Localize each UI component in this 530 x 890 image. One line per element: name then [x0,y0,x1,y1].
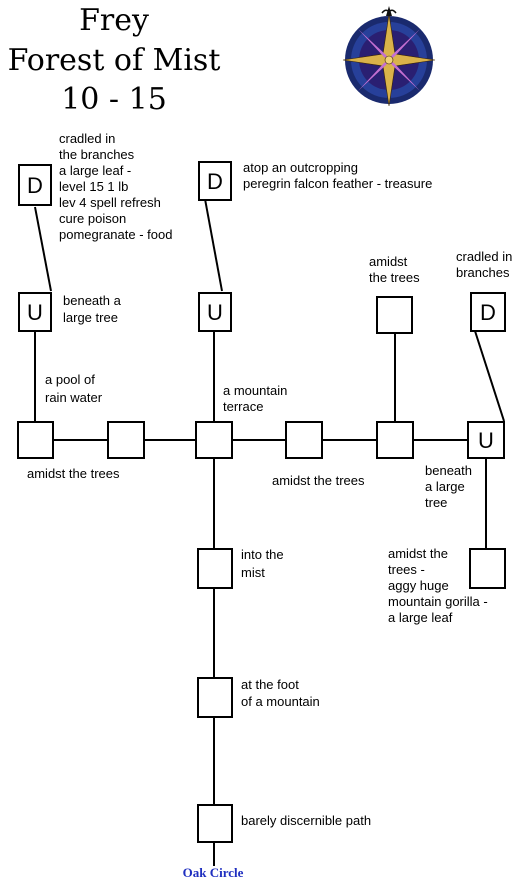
exit-down-letter: D [480,300,496,325]
room-trees-top[interactable] [376,296,413,334]
room-label-line: cure poison [59,211,126,226]
room-label-line: aggy huge [388,578,449,593]
compass-rose-icon [342,6,436,107]
room-label-line: mist [241,565,265,580]
room-label-line: a large leaf - [59,163,131,178]
room-label-line: terrace [223,399,263,414]
room-pool[interactable] [17,421,54,459]
room-label-line: into the [241,547,284,562]
room-label-line: tree [425,495,447,510]
room-label-line: a pool of [45,372,95,387]
room-label-line: amidst the [388,546,448,561]
room-label-line: at the foot [241,677,299,692]
room-label-line: branches [456,265,510,280]
room-label-pool: a pool of rain water [45,372,103,405]
room-label-line: amidst the trees [27,466,120,481]
room-label-line: level 15 1 lb [59,179,128,194]
room-label-line: large tree [63,310,118,325]
map-title-line-2: Forest of Mist [8,43,221,78]
room-trees-c[interactable] [376,421,414,459]
map-title-line-1: Frey [79,3,149,38]
room-label-line: cradled in [456,249,512,264]
room-foot[interactable] [197,677,233,718]
room-label-line: atop an outcropping [243,160,358,175]
room-d1[interactable]: D [18,164,52,206]
room-label-foot: at the foot of a mountain [241,677,320,709]
map-title-line-3: 10 - 15 [61,82,167,117]
room-terrace[interactable] [195,421,233,459]
room-label-line: the trees [369,270,420,285]
room-d3[interactable]: D [470,292,506,332]
room-label-line: cradled in [59,131,115,146]
room-d2[interactable]: D [198,161,232,201]
room-label-line: a large [425,479,465,494]
map-connections [34,198,505,866]
room-mist[interactable] [197,548,233,589]
exit-up-letter: U [478,428,494,453]
room-label-line: amidst [369,254,408,269]
room-label-line: rain water [45,390,103,405]
oak-circle-link[interactable]: Oak Circle [183,865,244,880]
room-label-line: lev 4 spell refresh [59,195,161,210]
room-label-trees-a: amidst the trees [27,466,120,481]
room-label-path: barely discernible path [241,813,371,828]
room-trees-a[interactable] [107,421,145,459]
exit-down-letter: D [27,173,43,198]
room-label-line: beneath a [63,293,122,308]
exit-up-letter: U [207,300,223,325]
room-u2[interactable]: U [198,292,232,332]
room-label-line: amidst the trees [272,473,365,488]
room-label-line: a large leaf [388,610,453,625]
room-label-trees-b: amidst the trees [272,473,365,488]
room-label-line: the branches [59,147,135,162]
room-label-u1: beneath a large tree [63,293,122,325]
room-u1[interactable]: U [18,292,52,332]
room-gorilla[interactable] [469,548,506,589]
room-label-line: peregrin falcon feather - treasure [243,176,432,191]
room-label-line: of a mountain [241,694,320,709]
room-label-line: trees - [388,562,425,577]
room-label-line: a mountain [223,383,287,398]
room-u3[interactable]: U [467,421,505,459]
exit-down-letter: D [207,169,223,194]
room-label-line: barely discernible path [241,813,371,828]
room-label-line: pomegranate - food [59,227,172,242]
room-label-line: mountain gorilla - [388,594,488,609]
room-path[interactable] [197,804,233,843]
exit-up-letter: U [27,300,43,325]
room-label-mist: into the mist [241,547,284,580]
room-label-line: beneath [425,463,472,478]
room-trees-b[interactable] [285,421,323,459]
